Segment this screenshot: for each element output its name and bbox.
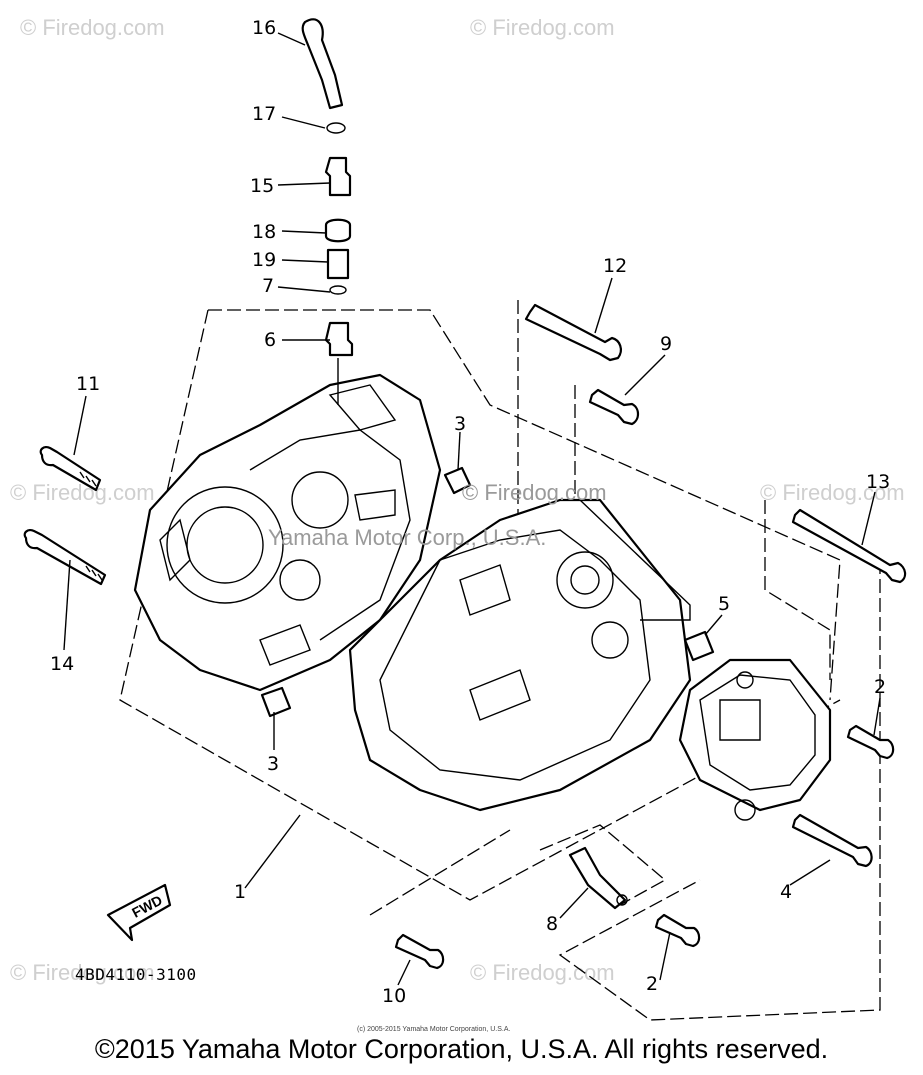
callout-2-upper: 2 — [874, 676, 886, 698]
bolts — [23, 303, 907, 970]
joint-15 — [324, 156, 352, 197]
bracket-8 — [568, 846, 628, 910]
dowel-3-lower — [260, 686, 292, 718]
dowel-5 — [683, 630, 715, 662]
bolt-9 — [588, 388, 640, 426]
callout-6: 6 — [264, 329, 276, 351]
fwd-arrow: FWD — [106, 883, 172, 942]
callout-4: 4 — [780, 881, 792, 903]
left-crankcase-half — [133, 373, 442, 692]
watermarks: © Firedog.com © Firedog.com © Firedog.co… — [10, 15, 905, 985]
callout-18: 18 — [252, 221, 276, 243]
hose-16 — [301, 18, 344, 110]
breather-assembly — [301, 18, 354, 405]
diagram-part-code: 4BD4110-3100 — [75, 965, 197, 984]
side-cover — [678, 658, 832, 821]
watermark-center-line2: Yamaha Motor Corp., U.S.A. — [268, 525, 546, 550]
leader-lines — [63, 32, 881, 986]
small-copyright: (c) 2005-2015 Yamaha Motor Corporation, … — [357, 1026, 510, 1033]
joint-6 — [324, 321, 354, 357]
hose-19 — [326, 248, 350, 280]
bolt-12 — [524, 303, 622, 362]
callout-19: 19 — [252, 249, 276, 271]
callout-2-lower: 2 — [646, 973, 658, 995]
bolt-11 — [39, 446, 102, 492]
watermark-top-right: © Firedog.com — [470, 15, 615, 40]
bolt-14 — [23, 529, 107, 586]
watermark-top-left: © Firedog.com — [20, 15, 165, 40]
watermark-bottom-left: © Firedog.com — [10, 960, 155, 985]
callout-3-upper: 3 — [454, 413, 466, 435]
right-crankcase-half — [348, 498, 692, 812]
bolt-10 — [394, 933, 445, 970]
watermark-bottom-right: © Firedog.com — [470, 960, 615, 985]
callout-13: 13 — [866, 471, 890, 493]
bolt-2-upper — [846, 724, 895, 760]
bolt-13 — [791, 508, 907, 584]
watermark-mid-right: © Firedog.com — [760, 480, 905, 505]
callout-16: 16 — [252, 17, 276, 39]
callout-12: 12 — [603, 255, 627, 277]
outline-bottom-link — [369, 829, 511, 916]
clip-7 — [329, 285, 347, 295]
callout-5: 5 — [718, 593, 730, 615]
bolt-4 — [791, 813, 873, 868]
callout-17: 17 — [252, 103, 276, 125]
callout-8: 8 — [546, 913, 558, 935]
outline-bracket-box — [539, 824, 667, 906]
callouts: 16 17 15 18 19 7 6 11 14 3 3 12 9 13 5 2… — [50, 17, 890, 1007]
outline-crankcase-top — [208, 309, 841, 701]
clip-17 — [326, 122, 346, 134]
callout-11: 11 — [76, 373, 100, 395]
callout-10: 10 — [382, 985, 406, 1007]
callout-3-lower: 3 — [267, 753, 279, 775]
callout-1: 1 — [234, 881, 246, 903]
watermark-center-line1: © Firedog.com — [462, 480, 607, 505]
callout-9: 9 — [660, 333, 672, 355]
center-watermark: © Firedog.com Yamaha Motor Corp., U.S.A. — [268, 480, 607, 550]
callout-14: 14 — [50, 653, 74, 675]
bolt-2-lower — [654, 913, 701, 948]
dowel-3-upper — [443, 466, 472, 495]
dowel-pins — [260, 466, 715, 718]
watermark-mid-left: © Firedog.com — [10, 480, 155, 505]
outline-bolt13-box — [764, 500, 831, 680]
copyright-footer: ©2015 Yamaha Motor Corporation, U.S.A. A… — [94, 1034, 829, 1064]
clip-18 — [324, 218, 352, 243]
callout-7: 7 — [262, 275, 274, 297]
outline-right-frame — [558, 560, 881, 1021]
callout-15: 15 — [250, 175, 274, 197]
